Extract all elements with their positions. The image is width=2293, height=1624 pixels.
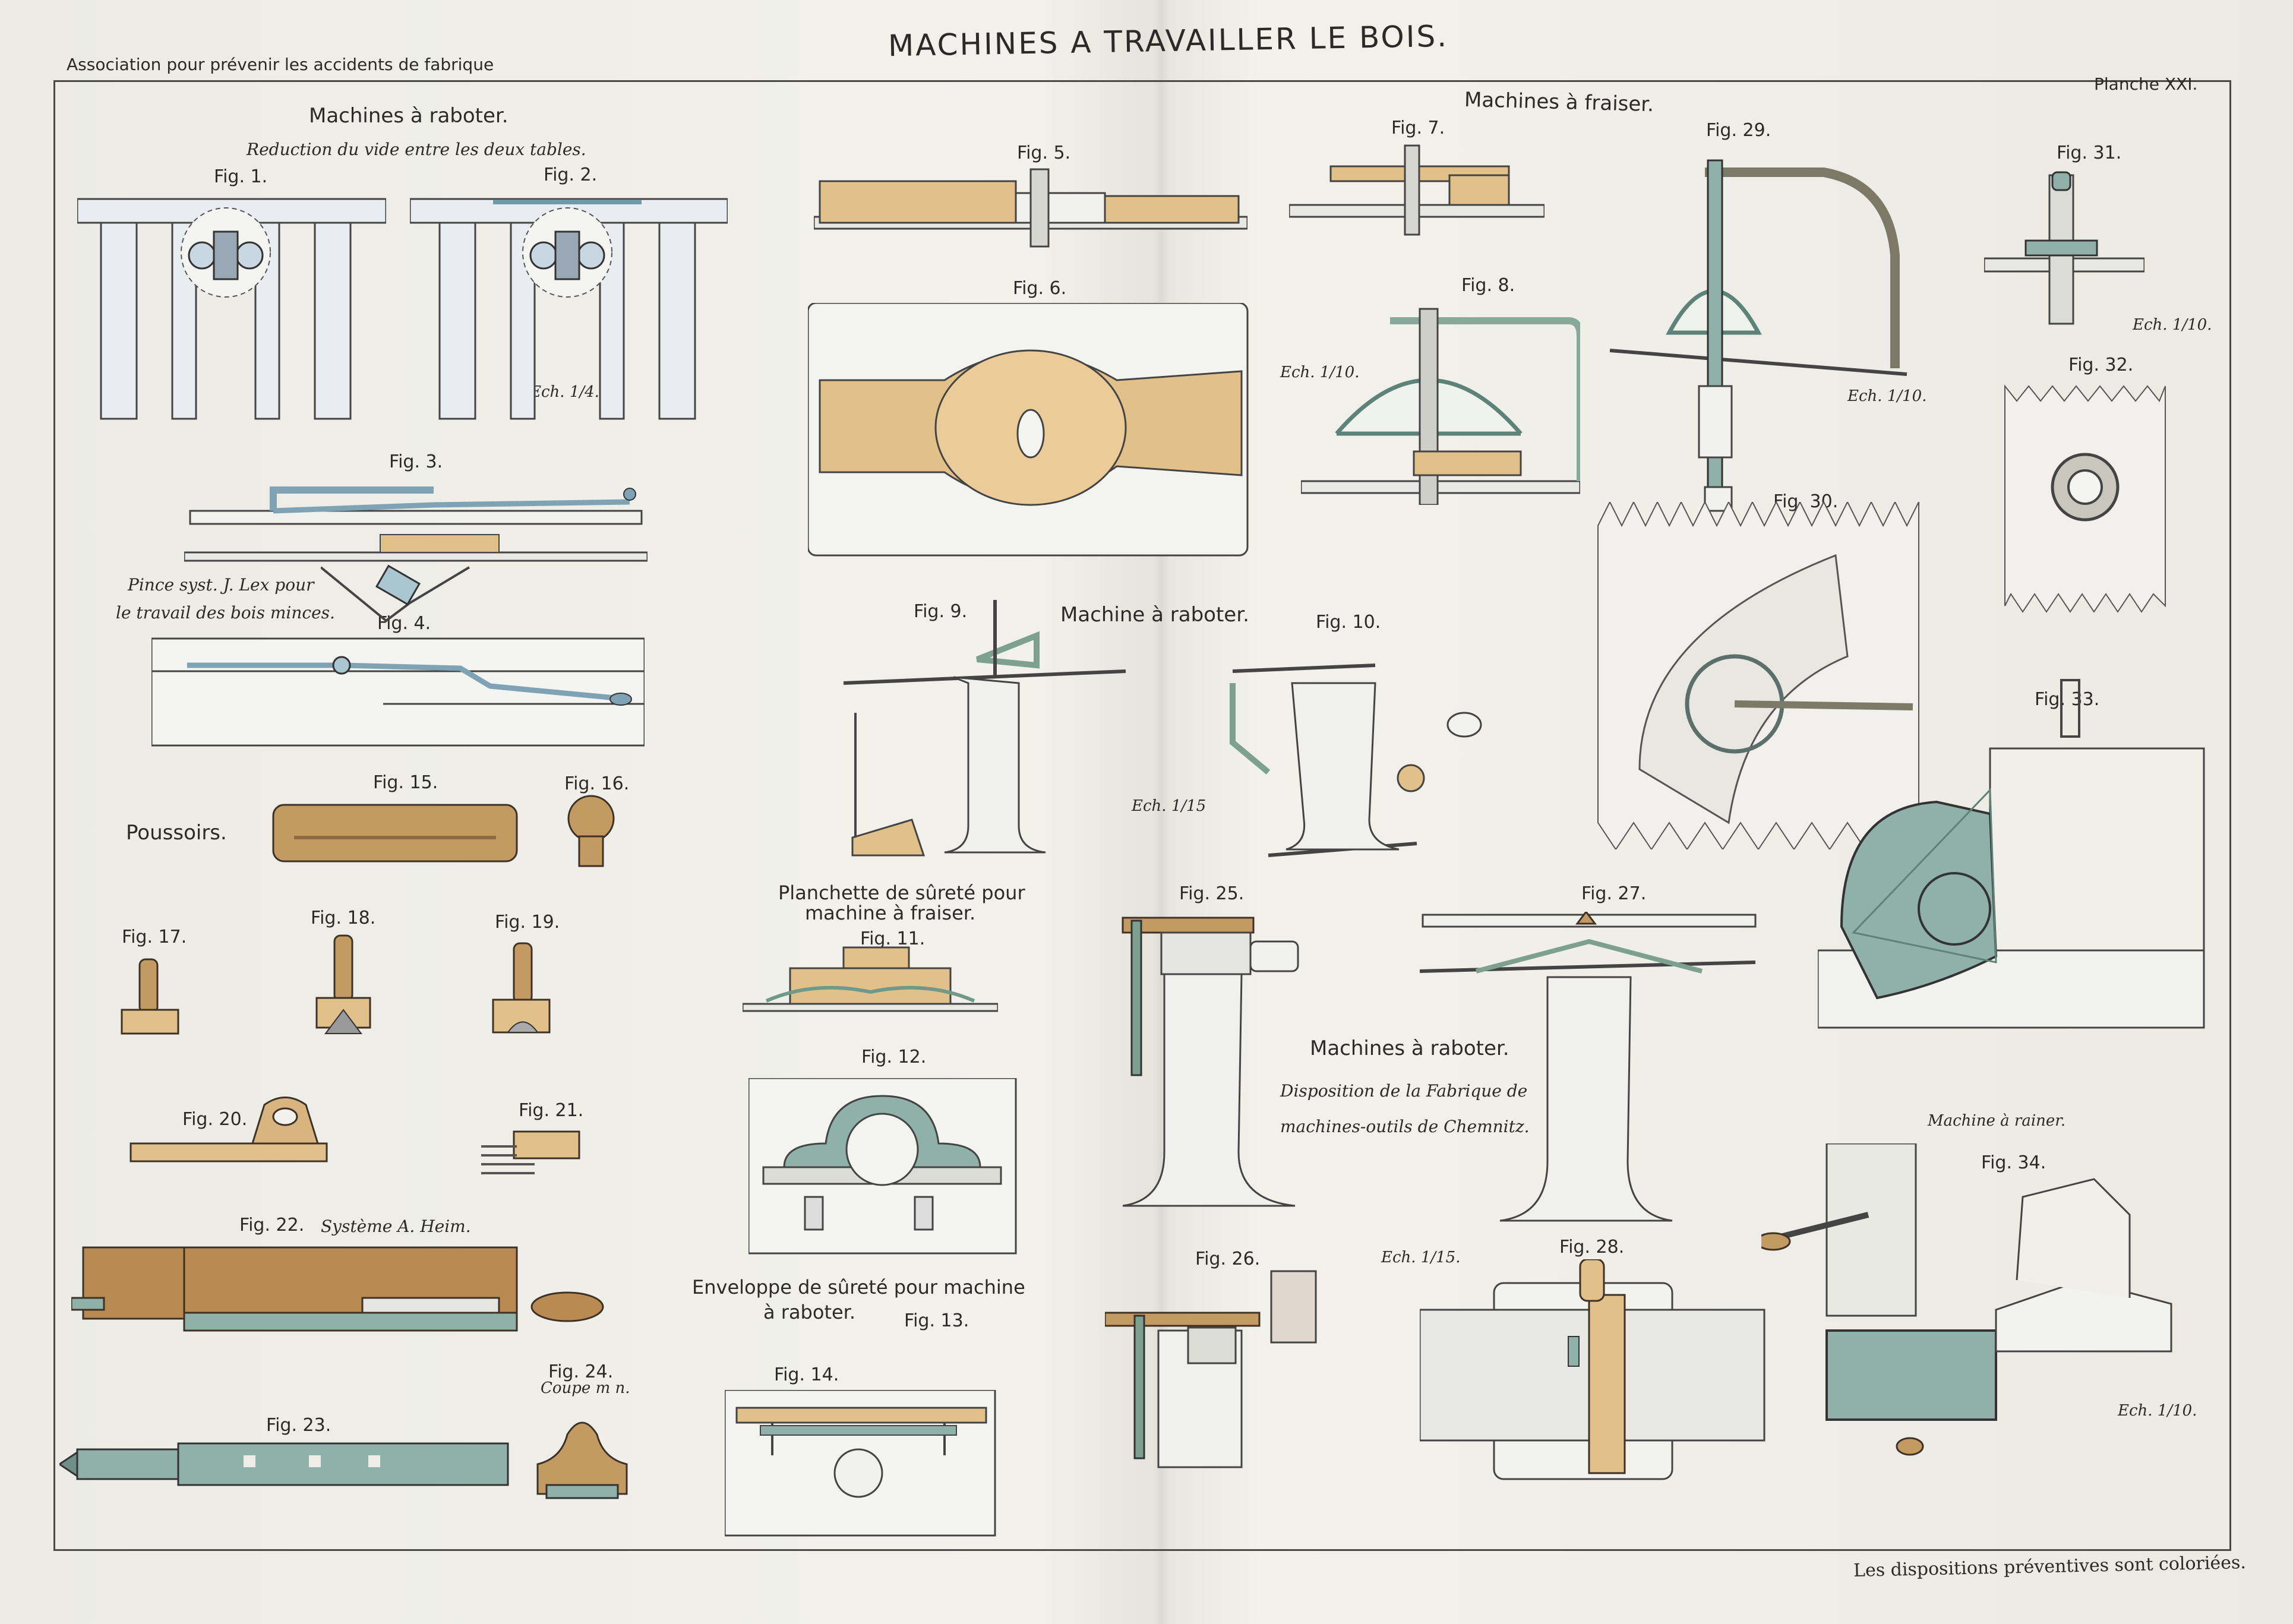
fig-3-profile bbox=[321, 564, 470, 623]
section-enveloppe: Enveloppe de sûreté pour machine bbox=[692, 1276, 1025, 1298]
section-enveloppe-2: à raboter. bbox=[763, 1301, 856, 1323]
plate-number: Planche XXI. bbox=[2094, 74, 2198, 94]
fig-16-drawing bbox=[567, 795, 615, 867]
fig-15-drawing bbox=[272, 804, 518, 862]
fig-label-34: Fig. 34. bbox=[1981, 1152, 2046, 1173]
fig-label-14: Fig. 14. bbox=[774, 1364, 839, 1385]
scale-fig34: Ech. 1/10. bbox=[2118, 1402, 2197, 1420]
fig-1-drawing bbox=[77, 198, 386, 420]
fig-4-drawing bbox=[151, 637, 645, 747]
fig-label-3: Fig. 3. bbox=[389, 451, 443, 472]
fig-label-5: Fig. 5. bbox=[1017, 143, 1071, 163]
fig-label-17: Fig. 17. bbox=[122, 927, 187, 947]
fig-3-drawing bbox=[184, 486, 648, 562]
fig-30-drawing bbox=[1597, 502, 1919, 849]
fig-12-drawing bbox=[748, 1078, 1017, 1255]
section-raboter-top-sub: Reduction du vide entre les deux tables. bbox=[247, 140, 586, 159]
fig-32-drawing bbox=[2004, 384, 2166, 613]
fig-label-1: Fig. 1. bbox=[214, 166, 268, 187]
fig-label-20: Fig. 20. bbox=[182, 1109, 248, 1130]
fig-label-21: Fig. 21. bbox=[519, 1100, 584, 1121]
scale-fig8: Ech. 1/10. bbox=[1280, 364, 1360, 381]
fig-18-drawing bbox=[315, 934, 371, 1034]
fig-14-drawing bbox=[725, 1390, 996, 1537]
header-association: Association pour prévenir les accidents … bbox=[67, 55, 494, 74]
fig-34-drawing bbox=[1761, 1143, 2172, 1456]
label-heim: Système A. Heim. bbox=[321, 1217, 471, 1236]
fig-label-6: Fig. 6. bbox=[1013, 278, 1067, 299]
scale-fig1: Ech. 1/4. bbox=[530, 383, 599, 401]
fig-5-drawing bbox=[814, 168, 1247, 248]
fig-label-26: Fig. 26. bbox=[1195, 1249, 1261, 1269]
fig-label-4: Fig. 4. bbox=[377, 613, 431, 634]
label-coupe: Coupe m n. bbox=[541, 1379, 630, 1397]
fig-label-11: Fig. 11. bbox=[860, 928, 926, 949]
fig-label-12: Fig. 12. bbox=[861, 1047, 927, 1067]
fig-label-28: Fig. 28. bbox=[1559, 1237, 1625, 1258]
section-raboter-top: Machines à raboter. bbox=[309, 104, 508, 128]
fig-label-13: Fig. 13. bbox=[904, 1310, 969, 1331]
fig-label-31: Fig. 31. bbox=[2057, 143, 2122, 163]
section-raboter-mid: Machine à raboter. bbox=[1060, 603, 1249, 627]
fig-33-drawing bbox=[1818, 679, 2205, 1029]
fig-10-drawing bbox=[1230, 663, 1482, 857]
fig-label-23: Fig. 23. bbox=[266, 1415, 331, 1436]
fig-11-drawing bbox=[743, 946, 998, 1012]
section-rainer: Machine à rainer. bbox=[1928, 1112, 2066, 1130]
fig-label-16: Fig. 16. bbox=[564, 773, 630, 794]
fig-22-drawing bbox=[71, 1246, 604, 1332]
fig-17-drawing bbox=[121, 958, 179, 1035]
section-planchette: Planchette de sûreté pour bbox=[778, 881, 1025, 904]
section-chemnitz-1: Disposition de la Fabrique de bbox=[1280, 1081, 1528, 1101]
fig-label-8: Fig. 8. bbox=[1461, 275, 1515, 296]
scale-fig31: Ech. 1/10. bbox=[2133, 316, 2212, 334]
scale-fig10: Ech. 1/15 bbox=[1132, 797, 1206, 815]
section-raboter-right: Machines à raboter. bbox=[1310, 1037, 1509, 1060]
fig-label-24: Fig. 24. bbox=[548, 1361, 614, 1382]
fig-9-drawing bbox=[843, 600, 1126, 857]
fig-label-25: Fig. 25. bbox=[1179, 883, 1245, 904]
fig-26-drawing bbox=[1105, 1270, 1317, 1468]
fig-label-29: Fig. 29. bbox=[1706, 120, 1771, 141]
fig-label-32: Fig. 32. bbox=[2068, 355, 2134, 375]
fig-label-18: Fig. 18. bbox=[311, 908, 376, 928]
plate-frame bbox=[53, 80, 2231, 1551]
scale-fig29: Ech. 1/10. bbox=[1847, 387, 1927, 405]
fig-20-drawing bbox=[130, 1097, 328, 1162]
fig-23-drawing bbox=[59, 1442, 509, 1486]
fig-label-27: Fig. 27. bbox=[1581, 883, 1647, 904]
fig-label-10: Fig. 10. bbox=[1316, 612, 1381, 633]
fig-label-9: Fig. 9. bbox=[914, 601, 968, 622]
fig-label-7: Fig. 7. bbox=[1391, 118, 1445, 138]
fig-label-19: Fig. 19. bbox=[495, 912, 560, 933]
fig-29-drawing bbox=[1610, 159, 1907, 512]
fig-25-drawing bbox=[1122, 917, 1299, 1207]
fig-7-drawing bbox=[1289, 144, 1545, 236]
scale-fig26: Ech. 1/15. bbox=[1381, 1249, 1461, 1266]
fig-24-drawing bbox=[536, 1421, 628, 1499]
section-fraiser: Machines à fraiser. bbox=[1464, 87, 1654, 117]
fig-28-drawing bbox=[1420, 1259, 1765, 1480]
fig-31-drawing bbox=[1984, 171, 2144, 325]
fig-label-15: Fig. 15. bbox=[373, 772, 438, 793]
fig-8-drawing bbox=[1301, 308, 1580, 505]
fig-2-drawing bbox=[410, 198, 728, 420]
section-planchette-2: machine à fraiser. bbox=[805, 902, 976, 924]
fig-label-33: Fig. 33. bbox=[2035, 689, 2100, 710]
fig-21-drawing bbox=[481, 1130, 580, 1174]
fig-6-drawing bbox=[808, 303, 1249, 557]
label-pince-1: Pince syst. J. Lex pour bbox=[128, 575, 314, 595]
label-pince-2: le travail des bois minces. bbox=[116, 603, 335, 623]
section-poussoirs: Poussoirs. bbox=[126, 821, 227, 845]
fig-27-drawing bbox=[1419, 912, 1757, 1222]
fig-19-drawing bbox=[492, 942, 551, 1034]
fig-label-22: Fig. 22. bbox=[239, 1215, 305, 1236]
fig-label-2: Fig. 2. bbox=[544, 165, 598, 185]
section-chemnitz-2: machines-outils de Chemnitz. bbox=[1280, 1117, 1530, 1136]
